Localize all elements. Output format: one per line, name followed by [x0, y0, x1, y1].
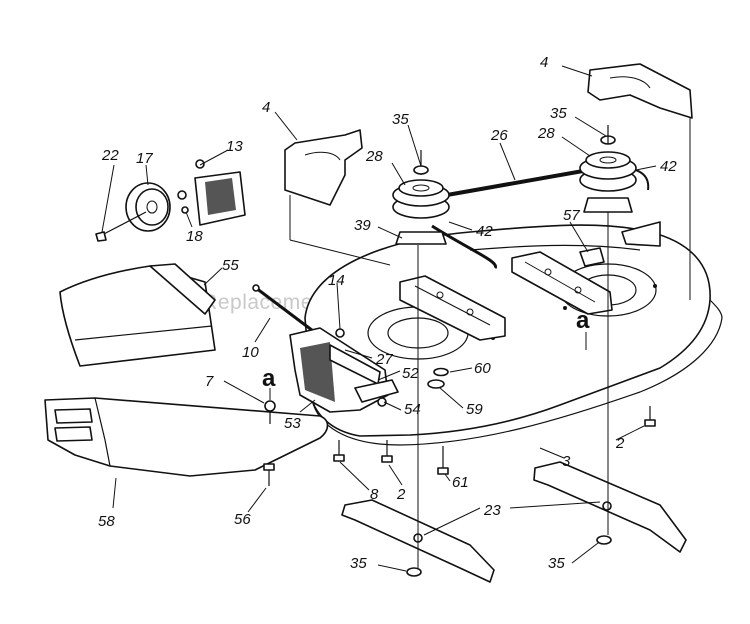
idler-bracket [177, 159, 246, 226]
callout-54: 54 [404, 401, 421, 418]
bolt-2-center [381, 440, 393, 463]
marker-a-right: a [576, 307, 590, 334]
callout-57: 57 [563, 207, 580, 224]
callout-60: 60 [474, 360, 491, 377]
callout-39: 39 [354, 217, 371, 234]
callout-55: 55 [222, 257, 239, 274]
blade-nut-left [406, 567, 422, 577]
callout-14: 14 [328, 272, 345, 289]
callout-13: 13 [226, 138, 243, 155]
belt-guard-small [621, 221, 661, 247]
callout-35-top-right: 35 [550, 105, 567, 122]
callout-22: 22 [101, 147, 119, 164]
washer-60 [433, 367, 449, 377]
deck-bracket-center [399, 275, 506, 341]
bolt-61 [437, 446, 449, 475]
callout-56: 56 [234, 511, 251, 528]
leader-lines [101, 65, 657, 572]
front-baffle [44, 397, 329, 477]
belt-guard-right [587, 63, 693, 119]
callout-42-right: 42 [660, 158, 677, 175]
blade-right [533, 461, 687, 553]
callout-4-right: 4 [540, 54, 548, 71]
spindle-pulley-left [392, 150, 450, 245]
bolt-7 [264, 400, 276, 424]
callout-52: 52 [402, 365, 419, 382]
front-hitch-bracket [289, 327, 399, 413]
callout-58: 58 [98, 513, 115, 530]
callout-59: 59 [466, 401, 483, 418]
idler-pulley [95, 182, 171, 242]
callout-2-right: 2 [615, 435, 625, 452]
lift-rod-end [252, 284, 260, 292]
callout-53: 53 [284, 415, 301, 432]
callout-27: 27 [375, 351, 393, 368]
callout-8: 8 [370, 486, 379, 503]
callout-2-center: 2 [396, 486, 406, 503]
bushing-59 [427, 379, 445, 389]
belt-guard-left [284, 129, 363, 206]
callout-23: 23 [483, 502, 501, 519]
spindle-pulley-right [579, 125, 637, 213]
callout-26: 26 [490, 127, 508, 144]
callout-labels: 4 4 35 35 26 28 28 42 42 39 57 22 17 13 … [98, 54, 677, 572]
callout-42-left: 42 [476, 223, 493, 240]
callout-35-top-left: 35 [392, 111, 409, 128]
bolt-2-right [644, 406, 656, 427]
callout-28-left: 28 [365, 148, 383, 165]
discharge-chute [59, 263, 216, 367]
callout-17: 17 [136, 150, 153, 167]
nut-57 [579, 247, 605, 267]
blade-nut-right [596, 535, 612, 545]
bolt-8 [333, 440, 345, 462]
callout-61: 61 [452, 474, 469, 491]
callout-18: 18 [186, 228, 203, 245]
callout-28-right: 28 [537, 125, 555, 142]
alignment-lines [289, 118, 691, 568]
callout-35-bottom-left: 35 [350, 555, 367, 572]
marker-a-left: a [262, 365, 276, 392]
bolt-56 [263, 463, 275, 486]
callout-4-left: 4 [262, 99, 270, 116]
callout-10: 10 [242, 344, 259, 361]
callout-3: 3 [562, 453, 571, 470]
callout-35-bottom-right: 35 [548, 555, 565, 572]
callout-7: 7 [205, 373, 214, 390]
deck-bracket-right [511, 251, 613, 315]
